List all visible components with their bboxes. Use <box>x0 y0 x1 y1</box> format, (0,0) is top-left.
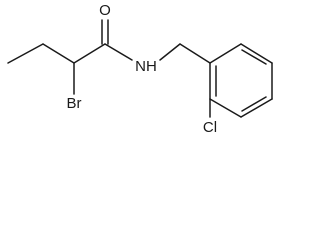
ring-bond-5 <box>209 98 242 118</box>
bond-nitrogen-benzylic-carbon <box>159 43 181 61</box>
bond-carbonyl-nitrogen <box>104 43 133 61</box>
carbonyl-double-bond <box>101 19 109 45</box>
oxygen-label: O <box>99 2 111 19</box>
benzene-ring <box>209 43 273 118</box>
chlorine-label: Cl <box>203 119 217 136</box>
bromine-label: Br <box>67 95 82 112</box>
bond-alpha-carbon-carbonyl <box>73 43 106 64</box>
bond-methylene-alpha-carbon <box>42 43 75 64</box>
ethyl-group <box>7 43 75 64</box>
chemical-structure: Br O NH Cl <box>7 2 273 136</box>
bond-methyl-methylene <box>7 43 44 64</box>
ring-bond-2 <box>240 43 273 64</box>
bond-benzylic-carbon-ring <box>179 43 211 64</box>
ring-bond-4 <box>240 98 273 118</box>
amine-nh-label: NH <box>135 58 157 75</box>
ring-inner-double-bond-1 <box>241 49 267 65</box>
ring-inner-double-bond-2 <box>241 96 267 112</box>
ring-bond-1 <box>209 43 242 64</box>
